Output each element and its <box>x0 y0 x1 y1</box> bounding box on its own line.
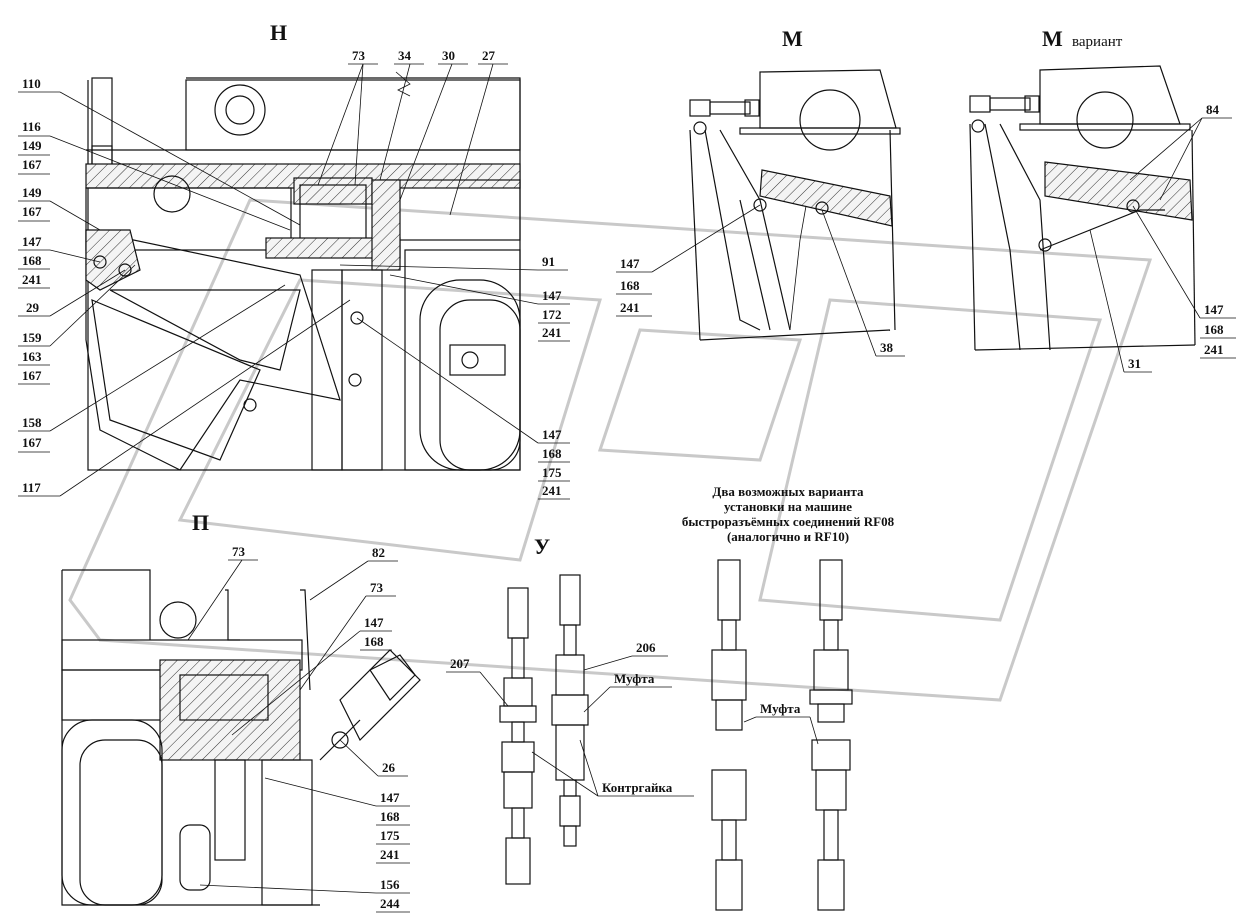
callout-27: 27 <box>482 48 496 63</box>
callout-u-207: 207 <box>450 656 470 671</box>
view-p-title: П <box>192 510 209 535</box>
view-u-callouts: 207 206 Муфта Контргайка Муфта <box>446 640 819 797</box>
view-h-drawing: Н <box>85 20 521 471</box>
coupling-4 <box>809 559 853 911</box>
callout-117: 117 <box>22 480 41 495</box>
callout-m-147: 147 <box>620 256 640 271</box>
view-m-variant-drawing: М вариант <box>969 26 1196 351</box>
callout-149b: 149 <box>22 185 42 200</box>
view-m-variant-callouts: 84 147 168 241 31 <box>1089 102 1236 373</box>
callout-m-241: 241 <box>620 300 640 315</box>
callout-p-241: 241 <box>380 847 400 862</box>
coupling-3 <box>711 559 747 911</box>
callout-172: 172 <box>542 307 562 322</box>
callout-167c: 167 <box>22 368 42 383</box>
callout-241c: 241 <box>542 483 562 498</box>
callout-168a: 168 <box>22 253 42 268</box>
callout-241a: 241 <box>22 272 42 287</box>
callout-p-175: 175 <box>380 828 400 843</box>
callout-mv-147: 147 <box>1204 302 1224 317</box>
callout-p-244: 244 <box>380 896 400 911</box>
watermark-logo <box>68 198 1153 702</box>
callout-m-168: 168 <box>620 278 640 293</box>
view-u-title: У <box>534 534 550 559</box>
callout-30: 30 <box>442 48 455 63</box>
callout-29: 29 <box>26 300 40 315</box>
callout-147b: 147 <box>542 288 562 303</box>
view-p-drawing: П <box>61 510 421 906</box>
callout-167b: 167 <box>22 204 42 219</box>
callout-p-147a: 147 <box>364 615 384 630</box>
callout-p-168b: 168 <box>380 809 400 824</box>
callout-p-73a: 73 <box>232 544 246 559</box>
callout-163: 163 <box>22 349 42 364</box>
view-h-callouts: 110 116 149 167 149 167 147 168 241 29 1… <box>18 48 570 500</box>
view-m-variant-title: М <box>1042 26 1063 51</box>
callout-34: 34 <box>398 48 412 63</box>
callout-p-156: 156 <box>380 877 400 892</box>
callout-mv-241: 241 <box>1204 342 1224 357</box>
label-kontrgaika: Контргайка <box>602 780 673 795</box>
callout-u-206: 206 <box>636 640 656 655</box>
view-h-title: Н <box>270 20 287 45</box>
note-line-4: (аналогично и RF10) <box>727 529 849 544</box>
callout-147a: 147 <box>22 234 42 249</box>
callout-p-168a: 168 <box>364 634 384 649</box>
view-p-callouts: 73 82 73 147 168 26 147 168 175 241 156 … <box>187 544 410 913</box>
callout-147c: 147 <box>542 427 562 442</box>
view-m-callouts: 147 168 241 38 <box>616 204 905 357</box>
callout-p-147b: 147 <box>380 790 400 805</box>
callout-167d: 167 <box>22 435 42 450</box>
note-line-1: Два возможных варианта <box>712 484 864 499</box>
callout-91: 91 <box>542 254 555 269</box>
callout-p-73b: 73 <box>370 580 384 595</box>
callout-110: 110 <box>22 76 41 91</box>
callout-241b: 241 <box>542 325 562 340</box>
label-mufta-1: Муфта <box>614 671 655 686</box>
callout-m-38: 38 <box>880 340 894 355</box>
callout-mv-168: 168 <box>1204 322 1224 337</box>
view-m-drawing: М <box>689 26 901 341</box>
note-line-2: установки на машине <box>724 499 852 514</box>
label-mufta-2: Муфта <box>760 701 801 716</box>
callout-73: 73 <box>352 48 366 63</box>
variant-note: Два возможных варианта установки на маши… <box>682 484 895 544</box>
callout-175: 175 <box>542 465 562 480</box>
callout-149a: 149 <box>22 138 42 153</box>
coupling-2 <box>551 574 589 847</box>
callout-168c: 168 <box>542 446 562 461</box>
callout-159: 159 <box>22 330 42 345</box>
callout-p-82: 82 <box>372 545 385 560</box>
callout-mv-31: 31 <box>1128 356 1141 371</box>
coupling-1 <box>499 587 537 885</box>
callout-mv-84: 84 <box>1206 102 1220 117</box>
view-m-title: М <box>782 26 803 51</box>
callout-158: 158 <box>22 415 42 430</box>
callout-167a: 167 <box>22 157 42 172</box>
view-m-variant-subtitle: вариант <box>1072 34 1123 50</box>
view-u-drawing: У <box>499 534 853 911</box>
callout-116: 116 <box>22 119 41 134</box>
callout-p-26: 26 <box>382 760 396 775</box>
note-line-3: быстроразъёмных соединений RF08 <box>682 514 895 529</box>
